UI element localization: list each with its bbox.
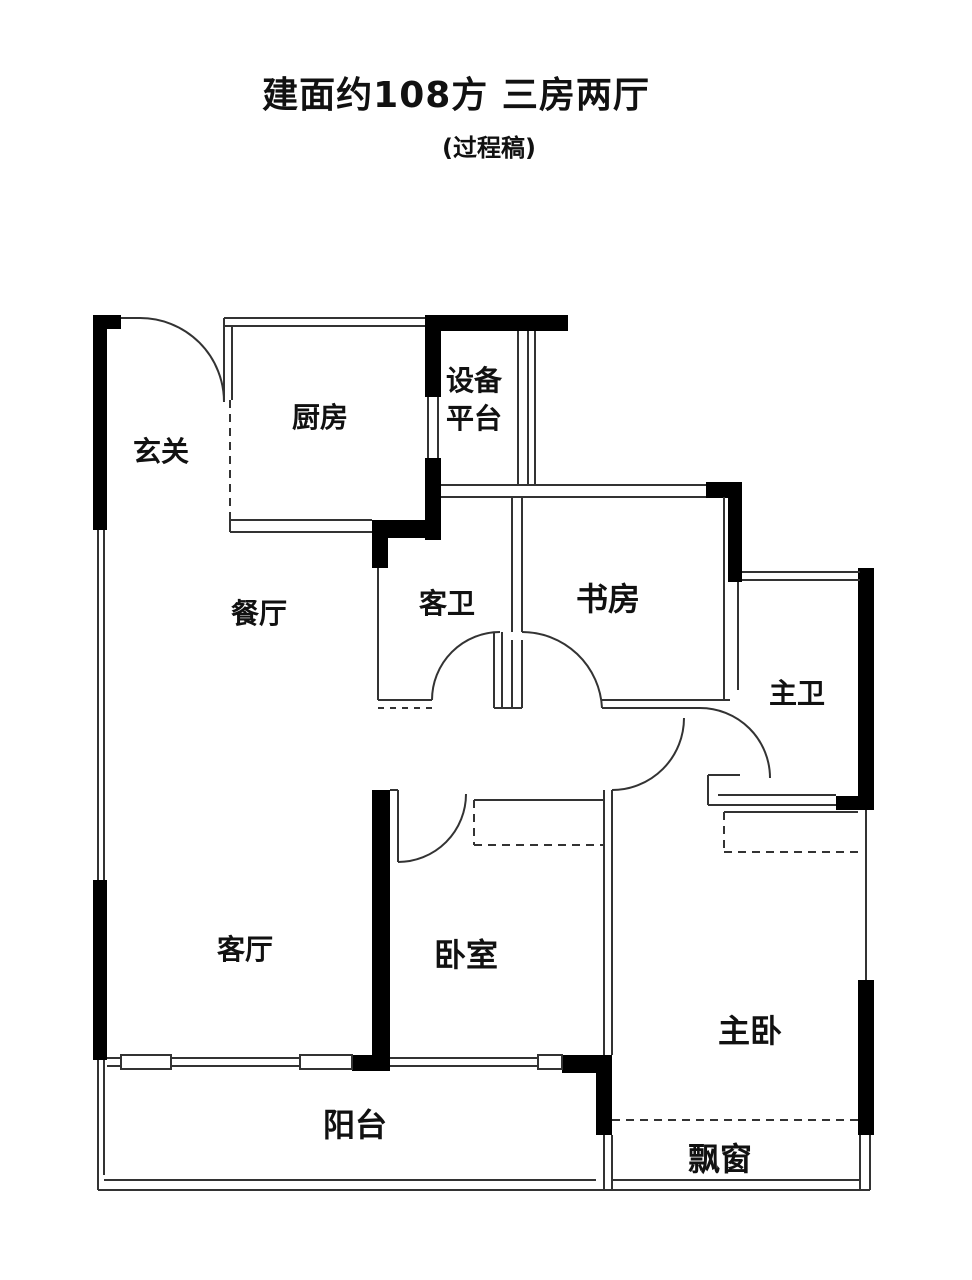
room-label-kitchen: 厨房: [292, 401, 349, 434]
partition-lines: [97, 317, 871, 1191]
door-swings: [139, 317, 771, 863]
room-label-bedroom: 卧室: [434, 936, 499, 974]
window-marks: [120, 1054, 563, 1070]
room-label-study: 书房: [576, 580, 641, 618]
room-label-dining: 餐厅: [231, 597, 288, 630]
equipment-platform-line1: 设备: [446, 364, 503, 397]
room-label-guest-bath: 客卫: [419, 587, 476, 620]
room-label-entry: 玄关: [133, 435, 190, 468]
equipment-platform-line2: 平台: [446, 402, 503, 435]
structural-walls: [93, 315, 874, 1135]
room-label-living: 客厅: [217, 933, 274, 966]
room-label-equipment-platform: 设备 平台: [446, 362, 502, 438]
room-label-bay-window: 飘窗: [688, 1140, 753, 1178]
plan-title: 建面约108方 三房两厅: [262, 75, 650, 116]
room-label-master-bedroom: 主卧: [718, 1012, 783, 1050]
plan-subtitle: (过程稿): [442, 134, 536, 162]
room-label-balcony: 阳台: [323, 1106, 388, 1144]
room-label-master-bath: 主卫: [769, 677, 826, 710]
